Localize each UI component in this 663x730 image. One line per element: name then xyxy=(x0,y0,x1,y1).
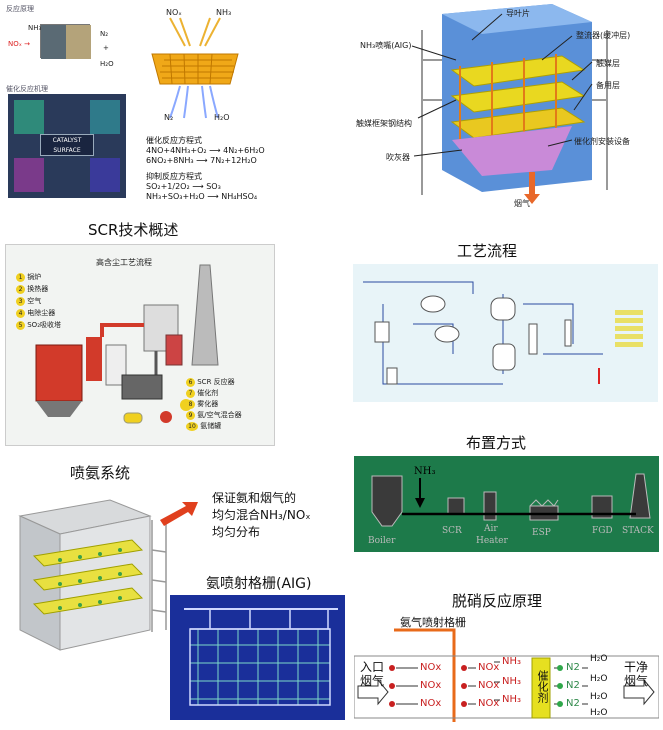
layout-mode-graphic xyxy=(371,473,651,527)
ammonia-reactor-graphic xyxy=(18,499,167,651)
process-flow-graphic xyxy=(363,281,643,385)
outlet-label: 干净 xyxy=(624,660,649,674)
ammonia-note-line-2: 均匀混合NH₃/NOₓ xyxy=(212,508,311,522)
caption-process-flow: 工艺流程 xyxy=(457,242,518,260)
label-guide-vane: 导叶片 xyxy=(506,9,530,18)
nox-label-4: NOx xyxy=(478,662,500,673)
grid-h2o-label: H₂O xyxy=(214,113,230,122)
eq-title-inhibit: 抑制反应方程式 xyxy=(146,172,202,181)
equations-block: 催化反应方程式 4NO+4NH₃+O₂ ⟶ 4N₂+6H₂O 6NO₂+8NH₃… xyxy=(146,136,265,202)
grid-nh3-label: NH₃ xyxy=(216,8,232,17)
label-catalyst-layer: 触媒层 xyxy=(596,59,620,68)
h2o-out-label: H₂O xyxy=(100,60,114,68)
label-spare-layer: 备用层 xyxy=(596,81,620,90)
inlet-label: 入口 xyxy=(360,660,385,674)
ammonia-system-panel xyxy=(0,480,180,665)
principle-graphic xyxy=(354,628,659,722)
label-rectifier: 整流器(缓冲层) xyxy=(576,31,631,40)
plant-legend-top: 1 锅炉 2 换热器 3 空气 4 电除尘器 5 SO₂吸收塔 xyxy=(16,271,61,331)
nox-label-6: NOx xyxy=(478,698,500,709)
grid-nox-label: NOₓ xyxy=(166,8,182,17)
eq-2: 6NO₂+8NH₃ ⟶ 7N₂+12H₂O xyxy=(146,156,257,165)
eq-3: SO₂+1/2O₂ ⟶ SO₃ xyxy=(146,182,221,191)
eq-1: 4NO+4NH₃+O₂ ⟶ 4N₂+6H₂O xyxy=(146,146,265,155)
scr-reactor-panel: 导叶片 NH₃喷嘴(AIG) 整流器(缓冲层) 触媒层 备用层 触媒框架钢结构 … xyxy=(352,0,663,215)
h2o-label-4: H₂O xyxy=(590,708,608,718)
nox-in-label: NOₓ → xyxy=(8,40,30,48)
eq-4: NH₃+SO₃+H₂O ⟶ NH₄HSO₄ xyxy=(146,192,258,201)
caption-principle: 脱硝反应原理 xyxy=(452,592,543,610)
nox-label-1: NOx xyxy=(420,662,442,673)
plant-title: 高含尘工艺流程 xyxy=(96,258,152,267)
layout-boiler-label: Boiler xyxy=(368,536,396,546)
label-mechanism: 催化反应机理 xyxy=(6,85,48,93)
nox-label-3: NOx xyxy=(420,698,442,709)
reactor-graphic xyxy=(411,4,608,204)
label-soot-blower: 吹灰器 xyxy=(386,153,410,162)
plant-graphic xyxy=(35,264,219,424)
layout-scr-label: SCR xyxy=(442,526,462,536)
outlet-label-2: 烟气 xyxy=(624,674,649,688)
layout-fgd-label: FGD xyxy=(592,526,613,536)
label-reaction-principle: 反应原理 xyxy=(6,5,34,13)
nox-label-2: NOx xyxy=(420,680,442,691)
layout-mode-panel: NH₃ Boiler SCR Air Heater ESP FGD STACK xyxy=(354,456,659,552)
aig-grid-panel xyxy=(170,595,345,720)
caption-layout-mode: 布置方式 xyxy=(466,434,527,452)
grid-label: 氨气喷射格栅 xyxy=(400,616,466,629)
n2-label-2: N2 xyxy=(566,680,580,691)
layout-esp-label: ESP xyxy=(532,528,551,538)
process-flow-panel xyxy=(353,264,658,402)
inlet-label-2: 烟气 xyxy=(360,674,385,688)
h2o-label-2: H₂O xyxy=(590,674,608,684)
layout-nh3-label: NH₃ xyxy=(414,466,436,477)
label-catalyst-install: 催化剂安装设备 xyxy=(574,137,630,146)
caption-ammonia-system: 喷氨系统 xyxy=(70,464,131,482)
plus-sign: + xyxy=(103,44,109,52)
n2-out-label: N₂ xyxy=(100,30,109,38)
nh3-label-1: NH₃ xyxy=(502,656,522,667)
catalyst-label: 催化剂 xyxy=(536,670,549,703)
red-arrow-icon xyxy=(160,502,198,526)
catalyst-surface-box: CATALYST SURFACE xyxy=(40,134,94,156)
layout-stack-label: STACK xyxy=(622,526,654,536)
h2o-label-1: H₂O xyxy=(590,654,608,664)
n2-label-1: N2 xyxy=(566,662,580,673)
plant-legend-bottom: 6 SCR 反应器 7 催化剂 8 雾化器 9 氨/空气混合器 10 氨储罐 xyxy=(186,377,242,432)
nh3-in-label: NH₃ xyxy=(28,24,42,32)
eq-title-catalytic: 催化反应方程式 xyxy=(146,136,202,145)
reaction-principle-panel: 反应原理 NOₓ → NH₃ N₂ + H₂O 催化反应机理 CATALYST … xyxy=(0,0,280,210)
high-dust-plant-panel: 高含尘工艺流程 1 锅炉 2 换热器 3 空气 4 电除尘器 5 SO₂吸收塔 … xyxy=(5,244,275,446)
nox-label-5: NOx xyxy=(478,680,500,691)
nh3-label-2: NH₃ xyxy=(502,676,522,687)
aig-grid-graphic xyxy=(184,608,338,706)
ammonia-note: 保证氨和烟气的 均匀混合NH₃/NOₓ 均匀分布 xyxy=(212,490,311,541)
label-flue-gas: 烟气 xyxy=(514,199,530,208)
caption-aig: 氨喷射格栅(AIG) xyxy=(206,576,312,592)
principle-panel: 氨气喷射格栅 入口 烟气 NOx NOx NOx NOx NOx NOx xyxy=(354,612,659,724)
ammonia-note-line-3: 均匀分布 xyxy=(212,525,261,539)
reaction-box xyxy=(40,24,91,59)
catalyst-mechanism-diagram: CATALYST SURFACE xyxy=(8,94,126,198)
caption-scr-overview: SCR技术概述 xyxy=(88,221,179,239)
ammonia-note-line-1: 保证氨和烟气的 xyxy=(212,491,297,505)
nh3-label-3: NH₃ xyxy=(502,694,522,705)
grid-n2-label: N₂ xyxy=(164,113,174,122)
layout-heater-label: Heater xyxy=(476,536,508,546)
layout-air-label: Air xyxy=(484,524,498,534)
catalyst-grid-graphic xyxy=(151,17,239,119)
label-aig-nozzle: NH₃喷嘴(AIG) xyxy=(360,41,412,50)
label-frame-steel: 触媒框架钢结构 xyxy=(356,119,412,128)
h2o-label-3: H₂O xyxy=(590,692,608,702)
n2-label-3: N2 xyxy=(566,698,580,709)
